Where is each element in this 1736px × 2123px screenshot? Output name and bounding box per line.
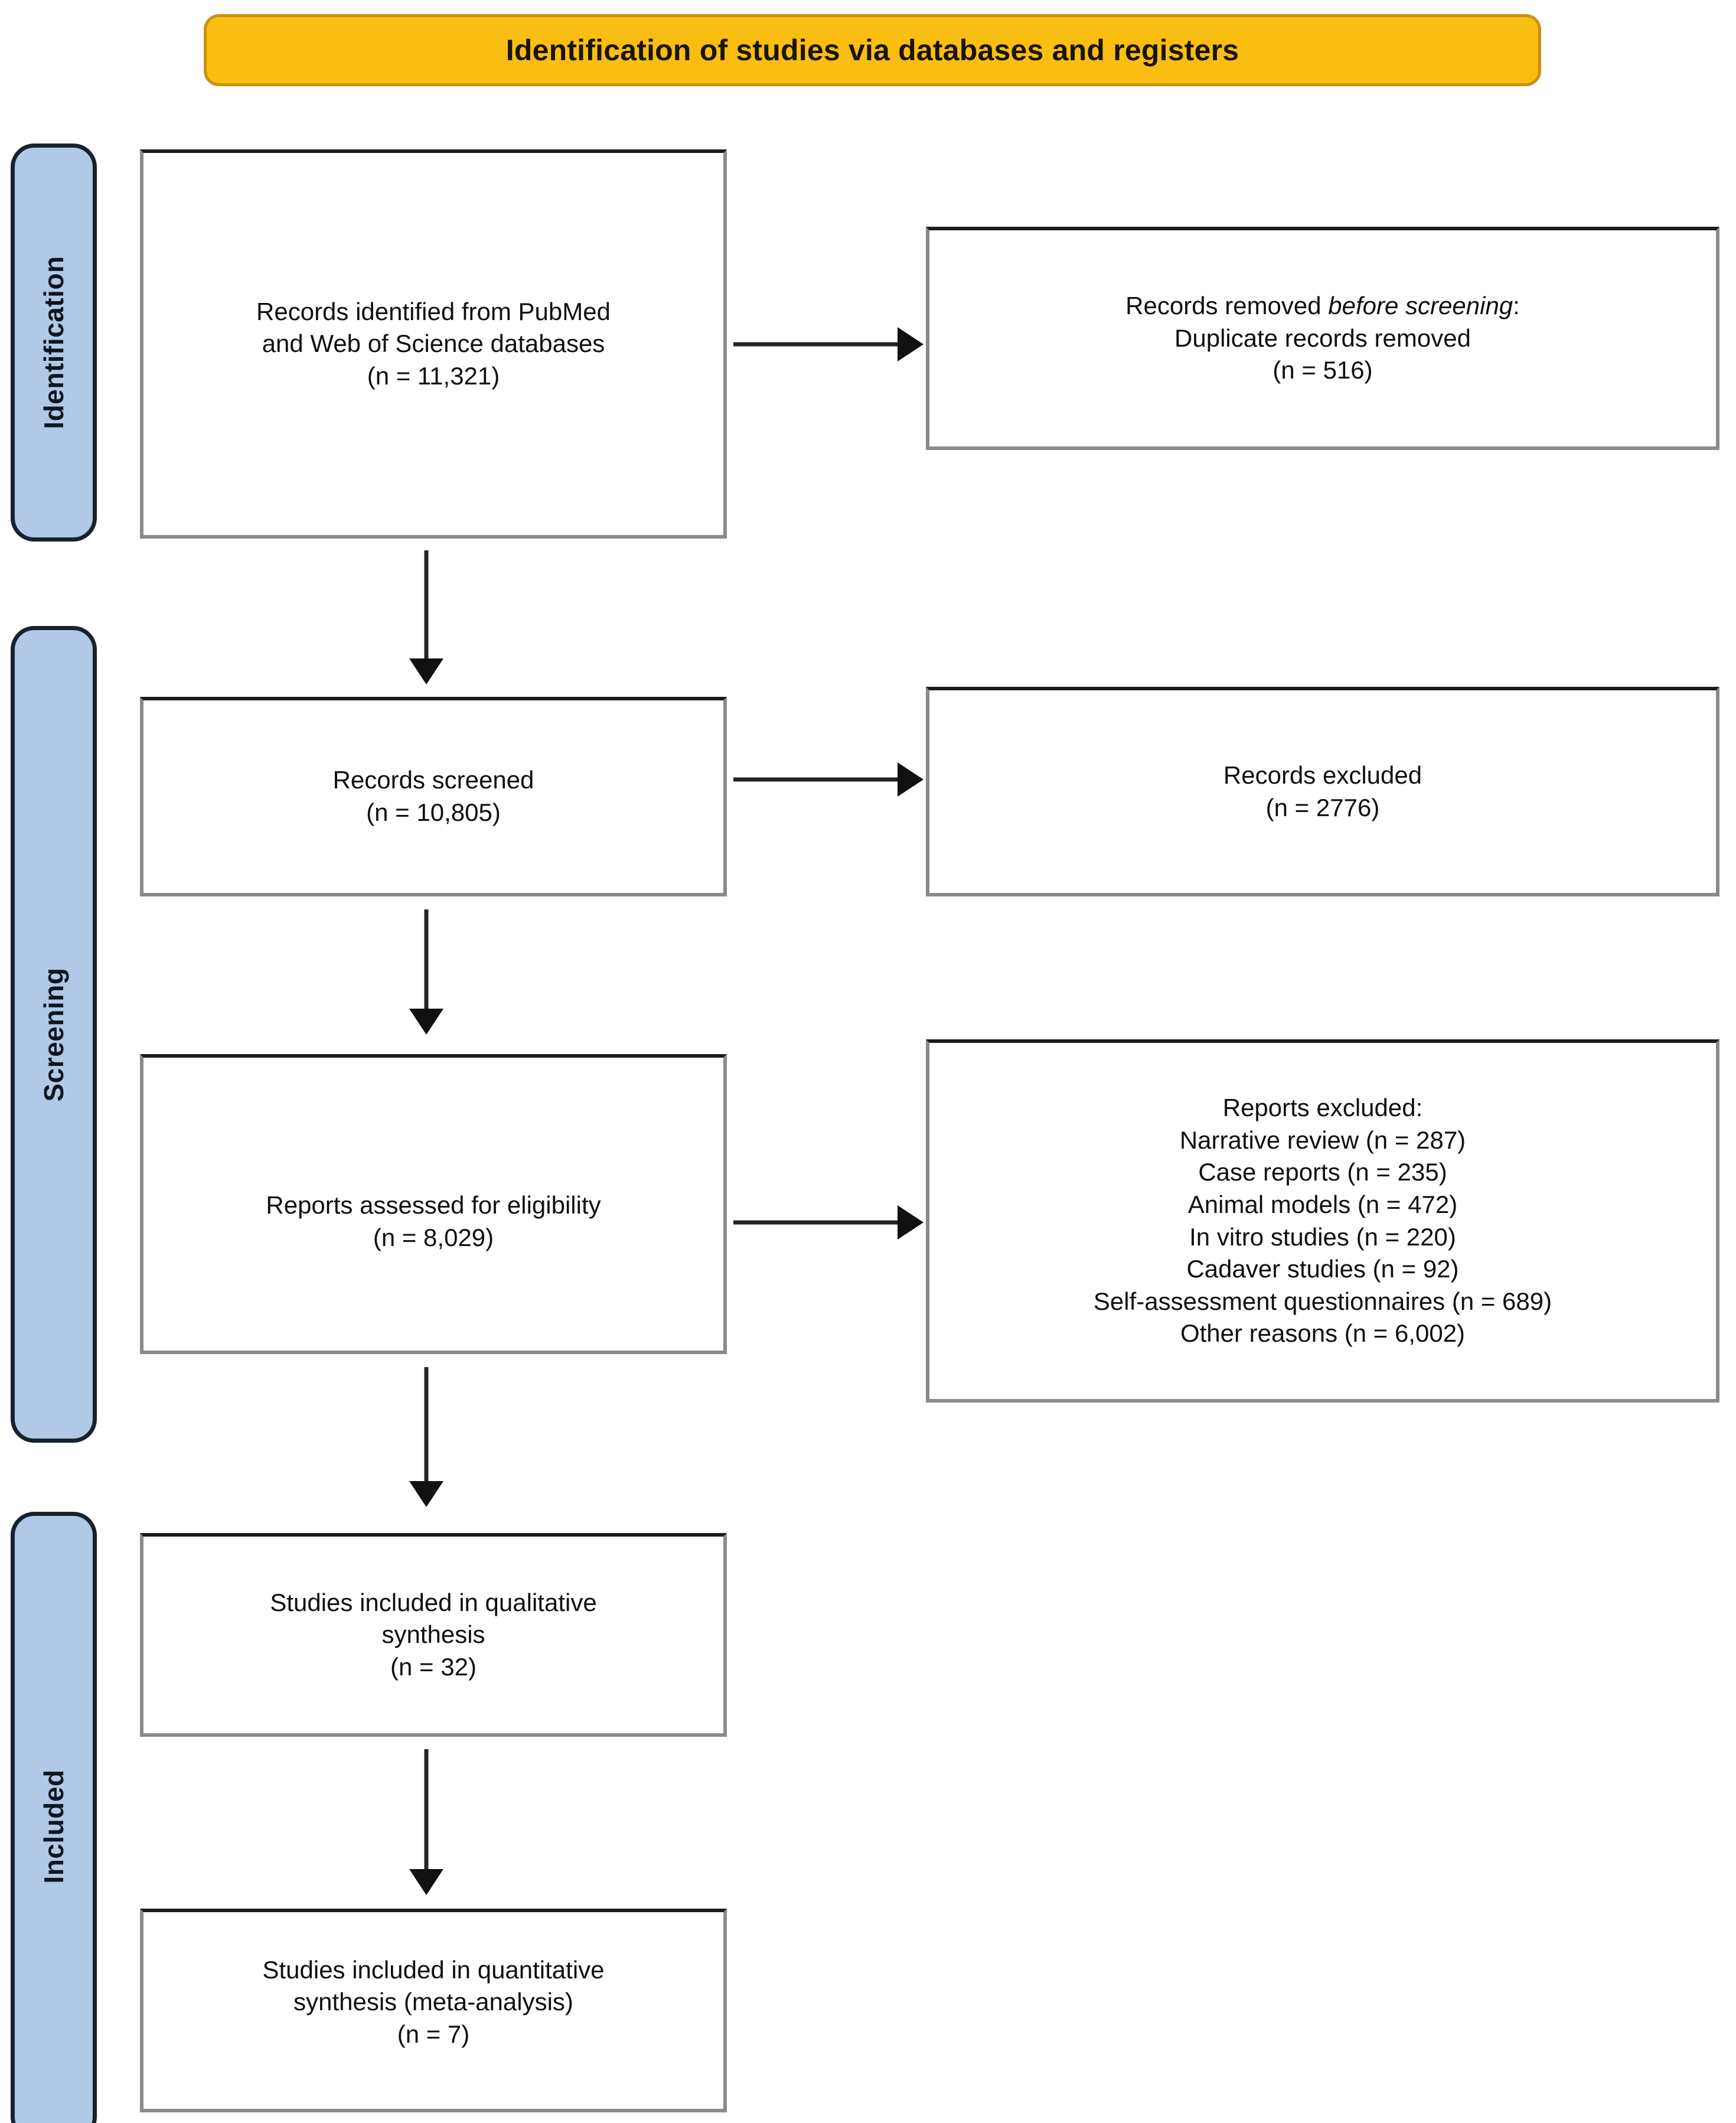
- box-qualitative-synthesis: Studies included in qualitative synthesi…: [140, 1533, 727, 1737]
- box-quantitative-synthesis-text: Studies included in quantitative synthes…: [253, 1954, 614, 2051]
- arrow-shaft: [424, 1749, 429, 1872]
- stage-label-included: Included: [38, 1769, 69, 1884]
- records-excluded-count: (n = 2776): [1265, 793, 1380, 821]
- records-removed-prefix: Records removed: [1125, 292, 1329, 320]
- box-reports-assessed: Reports assessed for eligibility (n = 8,…: [140, 1054, 727, 1354]
- stage-bar-identification: Identification: [11, 144, 97, 542]
- box-reports-excluded: Reports excluded: Narrative review (n = …: [926, 1039, 1719, 1403]
- diagram-title-banner: Identification of studies via databases …: [204, 14, 1541, 86]
- qualitative-count: (n = 32): [390, 1652, 477, 1681]
- box-reports-excluded-text: Reports excluded: Narrative review (n = …: [1084, 1092, 1561, 1350]
- records-removed-line-2: Duplicate records removed: [1174, 324, 1471, 352]
- stage-bar-screening: Screening: [11, 626, 97, 1443]
- records-excluded-line-1: Records excluded: [1223, 761, 1422, 789]
- records-screened-count: (n = 10,805): [366, 798, 501, 826]
- records-removed-line-1: Records removed before screening:: [1125, 290, 1520, 322]
- quantitative-line-1: Studies included in quantitative: [262, 1955, 605, 1984]
- box-records-screened-text: Records screened (n = 10,805): [324, 764, 544, 829]
- records-removed-suffix: :: [1513, 292, 1520, 320]
- arrow-shaft: [424, 909, 429, 1012]
- reports-excluded-reason: In vitro studies (n = 220): [1189, 1222, 1456, 1251]
- reports-excluded-reason: Cadaver studies (n = 92): [1186, 1255, 1459, 1283]
- box-records-removed-text: Records removed before screening: Duplic…: [1116, 290, 1529, 387]
- arrow-shaft: [733, 777, 901, 782]
- arrow-head: [898, 1205, 924, 1240]
- diagram-title-text: Identification of studies via databases …: [505, 34, 1239, 67]
- arrow-shaft: [733, 342, 901, 347]
- arrow-head: [409, 1869, 443, 1895]
- records-removed-italic: before screening: [1328, 292, 1513, 320]
- box-qualitative-synthesis-text: Studies included in qualitative synthesi…: [260, 1587, 606, 1684]
- arrow-shaft: [424, 550, 429, 661]
- box-records-identified-text: Records identified from PubMed and Web o…: [247, 296, 620, 393]
- stage-label-screening: Screening: [38, 967, 69, 1101]
- arrow-head: [898, 762, 924, 797]
- quantitative-count: (n = 7): [397, 2020, 470, 2048]
- reports-excluded-reason: Self-assessment questionnaires (n = 689): [1093, 1287, 1552, 1315]
- quantitative-line-2: synthesis (meta-analysis): [293, 1988, 573, 2016]
- stage-label-identification: Identification: [38, 256, 69, 429]
- box-records-excluded: Records excluded (n = 2776): [926, 687, 1719, 896]
- records-removed-count: (n = 516): [1272, 356, 1373, 384]
- box-records-excluded-text: Records excluded (n = 2776): [1214, 759, 1431, 824]
- arrow-head: [409, 658, 443, 684]
- reports-excluded-heading: Reports excluded:: [1222, 1094, 1423, 1122]
- records-identified-line-1: Records identified from PubMed: [256, 297, 611, 325]
- arrow-head: [898, 327, 924, 361]
- box-reports-assessed-text: Reports assessed for eligibility (n = 8,…: [256, 1189, 610, 1254]
- reports-assessed-line-1: Reports assessed for eligibility: [266, 1191, 601, 1219]
- box-records-identified: Records identified from PubMed and Web o…: [140, 149, 727, 539]
- arrow-shaft: [733, 1220, 901, 1225]
- stage-bar-included: Included: [11, 1512, 97, 2123]
- qualitative-line-1: Studies included in qualitative: [270, 1588, 597, 1616]
- reports-assessed-count: (n = 8,029): [373, 1224, 494, 1251]
- records-identified-line-2: and Web of Science databases: [262, 330, 605, 358]
- reports-excluded-reason: Animal models (n = 472): [1187, 1190, 1458, 1218]
- arrow-shaft: [424, 1367, 429, 1484]
- box-records-screened: Records screened (n = 10,805): [140, 697, 727, 896]
- records-screened-line-1: Records screened: [332, 766, 534, 794]
- reports-excluded-reason: Narrative review (n = 287): [1179, 1126, 1466, 1154]
- arrow-head: [409, 1009, 443, 1035]
- reports-excluded-reason: Other reasons (n = 6,002): [1180, 1319, 1466, 1348]
- box-quantitative-synthesis: Studies included in quantitative synthes…: [140, 1909, 727, 2112]
- qualitative-line-2: synthesis: [381, 1620, 485, 1649]
- reports-excluded-reason: Case reports (n = 235): [1198, 1158, 1447, 1186]
- records-identified-count: (n = 11,321): [367, 361, 500, 390]
- arrow-head: [409, 1481, 443, 1507]
- box-records-removed-before-screening: Records removed before screening: Duplic…: [926, 227, 1719, 450]
